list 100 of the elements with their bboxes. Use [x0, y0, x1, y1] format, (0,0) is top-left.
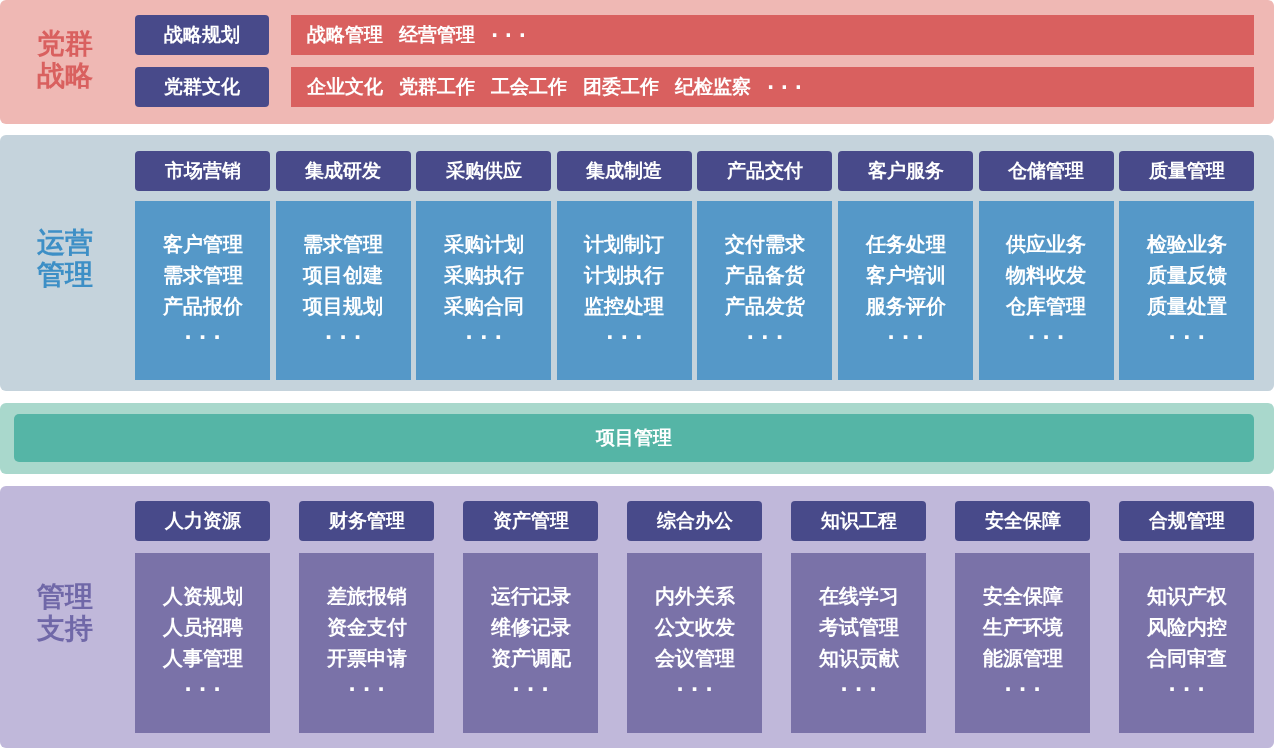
category-label: 采购供应	[416, 151, 552, 191]
layer-title: 管理支持	[36, 581, 95, 646]
category-label: 客户服务	[838, 151, 973, 191]
function-item: 人资规划	[162, 583, 243, 610]
layer-panel	[0, 0, 1274, 124]
function-item: 客户培训	[865, 261, 946, 289]
function-item: 计划制订	[584, 230, 665, 258]
layer-panel	[0, 135, 1274, 391]
function-item: · · ·	[676, 676, 713, 703]
function-item: 考试管理	[818, 614, 899, 641]
function-item: 客户管理	[162, 230, 243, 258]
function-item: 采购计划	[443, 230, 524, 258]
function-item: 经营管理	[399, 22, 475, 47]
function-panel	[135, 553, 270, 733]
function-item: 工会工作	[491, 74, 567, 99]
function-item: 党群工作	[399, 74, 475, 99]
category-label: 市场营销	[135, 151, 270, 191]
function-item: 人员招聘	[162, 614, 243, 641]
function-item: 采购执行	[443, 261, 524, 289]
category-label: 战略规划	[135, 15, 269, 55]
function-item: · · ·	[512, 676, 549, 703]
category-label: 合规管理	[1119, 501, 1254, 541]
function-item: 计划执行	[584, 261, 665, 289]
function-item: 开票申请	[326, 645, 407, 672]
function-item: 内外关系	[654, 583, 735, 610]
function-item: 服务评价	[865, 292, 946, 320]
function-panel	[135, 201, 270, 380]
function-item: 在线学习	[818, 583, 899, 610]
function-item: 风险内控	[1146, 614, 1227, 641]
function-panel	[697, 201, 833, 380]
function-item: 知识产权	[1146, 583, 1227, 610]
function-item: 运行记录	[490, 583, 571, 610]
category-label: 党群文化	[135, 67, 269, 107]
function-panel	[978, 201, 1114, 380]
category-label: 知识工程	[791, 501, 926, 541]
function-item: · · ·	[348, 676, 385, 703]
function-bar	[291, 67, 1254, 107]
function-item: 项目创建	[303, 261, 384, 289]
function-item: · · ·	[767, 76, 802, 98]
function-item: · · ·	[1027, 323, 1065, 351]
function-item: · · ·	[184, 676, 221, 703]
function-panel	[1119, 201, 1255, 380]
function-item: 产品报价	[162, 292, 243, 320]
category-label: 财务管理	[299, 501, 434, 541]
function-item: 检验业务	[1146, 230, 1227, 258]
function-item: 质量反馈	[1146, 261, 1227, 289]
category-label: 产品交付	[697, 151, 833, 191]
function-item: · · ·	[746, 323, 784, 351]
function-panel	[791, 553, 926, 733]
function-item: · · ·	[491, 24, 526, 46]
function-item: 生产环境	[982, 614, 1063, 641]
function-item: · · ·	[840, 676, 877, 703]
function-item: 安全保障	[982, 583, 1063, 610]
function-panel	[627, 553, 762, 733]
category-label: 质量管理	[1119, 151, 1255, 191]
function-item: 合同审查	[1146, 645, 1227, 672]
function-item: 知识贡献	[818, 645, 899, 672]
function-panel	[463, 553, 598, 733]
category-label: 资产管理	[463, 501, 598, 541]
function-item: 维修记录	[490, 614, 571, 641]
category-label: 集成研发	[275, 151, 411, 191]
layer-panel	[0, 486, 1274, 748]
function-item: 产品发货	[724, 292, 805, 320]
category-label: 集成制造	[556, 151, 692, 191]
function-item: 资产调配	[490, 645, 571, 672]
function-item: 公文收发	[654, 614, 735, 641]
category-label: 仓储管理	[978, 151, 1114, 191]
function-item: 产品备货	[724, 261, 805, 289]
function-item: · · ·	[465, 323, 503, 351]
function-item: 供应业务	[1006, 230, 1087, 258]
project-bar: 项目管理	[14, 414, 1254, 462]
function-item: 需求管理	[303, 230, 384, 258]
function-panel	[556, 201, 692, 380]
function-item: 纪检监察	[675, 74, 751, 99]
function-panel	[838, 201, 973, 380]
function-item: 需求管理	[162, 261, 243, 289]
function-item: 项目规划	[303, 292, 384, 320]
function-item: · · ·	[1168, 676, 1205, 703]
function-item: 采购合同	[443, 292, 524, 320]
function-item: · · ·	[324, 323, 362, 351]
function-item: 物料收发	[1006, 261, 1087, 289]
function-item: 质量处置	[1146, 292, 1227, 320]
function-panel	[955, 553, 1090, 733]
function-item: · · ·	[1168, 323, 1206, 351]
function-item: · · ·	[605, 323, 643, 351]
function-item: 企业文化	[307, 74, 383, 99]
function-item: 资金支付	[326, 614, 407, 641]
function-item: · · ·	[887, 323, 924, 351]
function-item: 监控处理	[584, 292, 665, 320]
category-label: 安全保障	[955, 501, 1090, 541]
function-bar	[291, 15, 1254, 55]
function-panel	[299, 553, 434, 733]
function-item: · · ·	[1004, 676, 1041, 703]
category-label: 人力资源	[135, 501, 270, 541]
function-panel	[275, 201, 411, 380]
function-item: 团委工作	[583, 74, 659, 99]
function-item: · · ·	[184, 323, 221, 351]
layer-title: 党群战略	[36, 28, 95, 93]
function-item: 战略管理	[307, 22, 383, 47]
function-item: 能源管理	[982, 645, 1063, 672]
